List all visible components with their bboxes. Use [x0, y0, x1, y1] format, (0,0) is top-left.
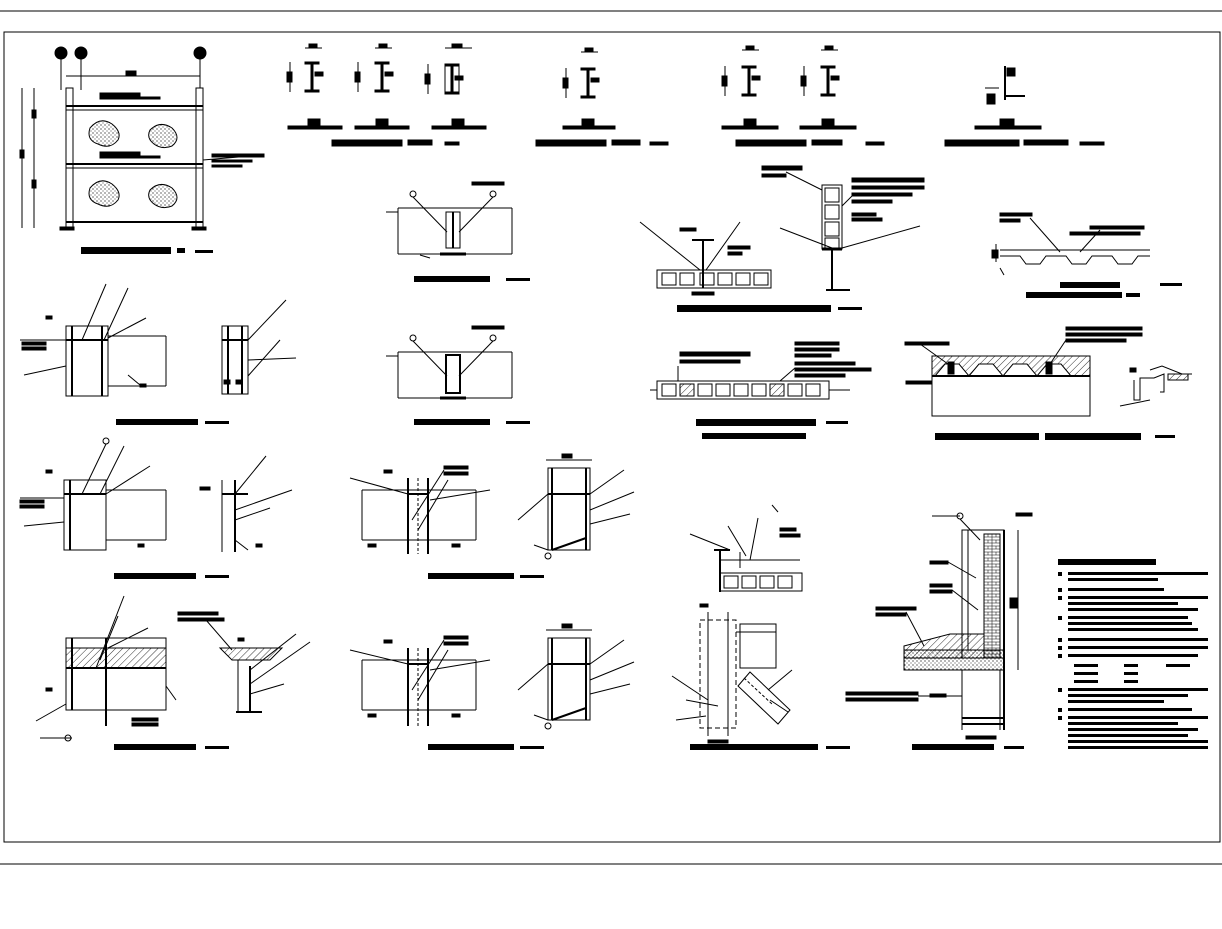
- deck-slab-section-detail: [904, 326, 1192, 417]
- wall-elevation-detail: [19, 46, 265, 231]
- brace-connection-detail: [671, 603, 793, 744]
- column-beam-joint-b: [19, 437, 167, 551]
- detail-scale: [195, 250, 213, 253]
- column-beam-joint-e-side: [517, 623, 635, 730]
- column-beam-joint-b-side: [199, 455, 293, 552]
- beam-joint-detail-b: [386, 325, 513, 400]
- column-beam-joint-a: [20, 283, 167, 397]
- detail-title: [177, 248, 185, 253]
- slab-joint-detail: [639, 221, 772, 296]
- section-profile-row: [286, 43, 1105, 147]
- column-beam-joint-e: [349, 635, 491, 726]
- slab-edge-detail: [689, 504, 803, 592]
- wall-base-section-detail: [845, 512, 1033, 740]
- column-beam-joint-c-side: [205, 619, 311, 713]
- detail-title: [81, 247, 171, 254]
- column-beam-joint-d-side: [517, 453, 635, 560]
- block-wall-section-detail: [761, 165, 925, 291]
- column-beam-joint-a-side: [221, 299, 297, 395]
- block-wall-long-section: [650, 341, 872, 400]
- column-beam-joint-c: [35, 595, 225, 742]
- sheet-frame: [0, 10, 1222, 865]
- general-notes-block: [1058, 559, 1208, 749]
- beam-joint-detail-a: [386, 181, 513, 259]
- column-beam-joint-d: [349, 465, 491, 554]
- deck-profile-detail: [991, 212, 1150, 276]
